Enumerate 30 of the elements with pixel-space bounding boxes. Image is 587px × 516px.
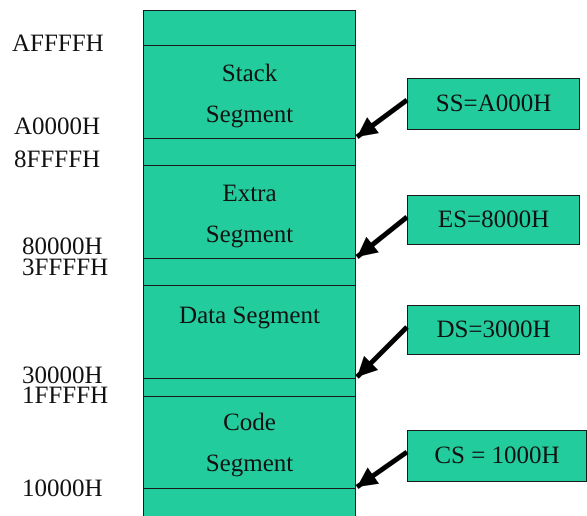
- arrow: [355, 325, 409, 379]
- address-label: 10000H: [22, 475, 103, 503]
- address-label: 8FFFFH: [14, 146, 100, 174]
- register-box: [407, 195, 580, 245]
- register-value: SS=A000H: [434, 89, 552, 119]
- address-label: 1FFFFH: [22, 382, 108, 410]
- segment-name: Code Segment: [204, 408, 294, 479]
- memory-band: [143, 488, 356, 516]
- register-box: [407, 78, 580, 130]
- segment-name: Extra Segment: [204, 179, 294, 250]
- memory-band: [143, 378, 356, 397]
- register-value: CS = 1000H: [433, 441, 561, 471]
- segment-band: [143, 45, 356, 139]
- register-value: DS=3000H: [435, 315, 552, 345]
- segment-band: [143, 285, 356, 379]
- arrow: [355, 215, 409, 259]
- segment-name: Data Segment: [178, 301, 321, 331]
- address-label: AFFFFH: [12, 30, 104, 58]
- register-value: ES=8000H: [436, 205, 550, 235]
- segment-band: [143, 165, 356, 259]
- arrow: [356, 98, 408, 140]
- segment-band: [143, 396, 356, 489]
- address-label: A0000H: [14, 113, 100, 141]
- segment-name: Stack Segment: [204, 59, 294, 130]
- register-box: [407, 305, 580, 355]
- memory-band: [143, 138, 356, 166]
- memory-band: [143, 10, 356, 46]
- memory-band: [143, 258, 356, 286]
- arrow: [356, 450, 408, 490]
- register-box: [407, 430, 587, 482]
